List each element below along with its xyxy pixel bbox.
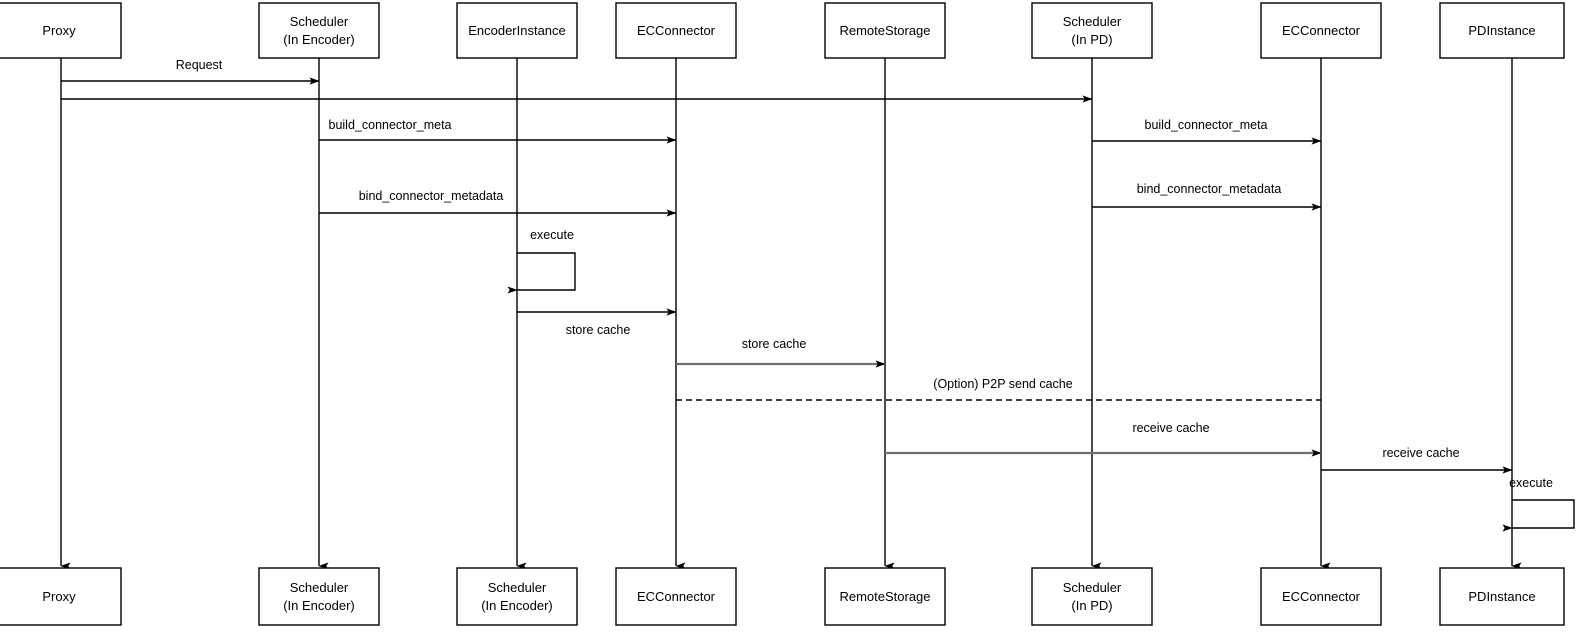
lifeline-sched_enc: Scheduler (In Encoder) Scheduler (In Encode…: [258, 2, 380, 626]
messages-layer: Request build_connector_meta build_connect…: [61, 58, 1513, 474]
lifeline-footer-sublabel-sched_enc: (In Encoder): [283, 598, 355, 613]
lifeline-header-label-sched_pd: Scheduler: [1063, 14, 1122, 29]
self-call-path-s1: [507, 252, 576, 294]
self-calls-layer: execute execute: [507, 228, 1575, 532]
lifeline-footer-box-remote[interactable]: [824, 567, 946, 626]
self-call-s2[interactable]: execute: [1502, 476, 1575, 532]
self-call-s1[interactable]: execute: [507, 228, 576, 294]
lifeline-header-label-encoder_inst: EncoderInstance: [468, 23, 566, 38]
lifeline-header-label-ecconn_pd: ECConnector: [1282, 23, 1361, 38]
lifeline-header-box-remote[interactable]: [824, 2, 946, 59]
lifeline-header-box-sched_enc[interactable]: [258, 2, 380, 59]
message-label-m6: bind_connector_metadata: [1137, 182, 1282, 196]
self-call-label-s1: execute: [530, 228, 574, 242]
lifeline-footer-label-encoder_inst: Scheduler: [488, 580, 547, 595]
lifeline-header-label-ecconn_enc: ECConnector: [637, 23, 716, 38]
message-label-m3: build_connector_meta: [329, 118, 452, 132]
lifeline-footer-box-pd_inst[interactable]: [1439, 567, 1565, 626]
lifeline-header-sublabel-sched_pd: (In PD): [1071, 32, 1112, 47]
lifeline-header-label-proxy: Proxy: [42, 23, 76, 38]
message-label-m10: receive cache: [1132, 421, 1209, 435]
lifeline-footer-label-remote: RemoteStorage: [839, 589, 930, 604]
self-call-label-s2: execute: [1509, 476, 1553, 490]
lifeline-header-label-pd_inst: PDInstance: [1468, 23, 1535, 38]
message-label-m7: store cache: [566, 323, 631, 337]
message-label-m4: build_connector_meta: [1145, 118, 1268, 132]
lifeline-header-box-encoder_inst[interactable]: [456, 2, 578, 59]
lifeline-footer-box-ecconn_enc[interactable]: [615, 567, 737, 626]
message-label-m8: store cache: [742, 337, 807, 351]
lifeline-footer-box-encoder_inst[interactable]: [456, 567, 578, 626]
lifeline-header-label-remote: RemoteStorage: [839, 23, 930, 38]
message-m6[interactable]: bind_connector_metadata: [1092, 182, 1322, 211]
lifeline-header-box-proxy[interactable]: [0, 2, 122, 59]
lifeline-header-box-sched_pd[interactable]: [1031, 2, 1153, 59]
message-m10[interactable]: receive cache: [885, 421, 1322, 457]
lifeline-sched_pd: Scheduler (In PD) Scheduler (In PD): [1031, 2, 1153, 626]
lifeline-header-label-sched_enc: Scheduler: [290, 14, 349, 29]
lifeline-footer-label-ecconn_enc: ECConnector: [637, 589, 716, 604]
message-m5[interactable]: bind_connector_metadata: [319, 189, 677, 217]
lifeline-footer-sublabel-encoder_inst: (In Encoder): [481, 598, 553, 613]
message-m7[interactable]: store cache: [517, 308, 677, 337]
lifeline-footer-label-sched_pd: Scheduler: [1063, 580, 1122, 595]
message-m9[interactable]: (Option) P2P send cache: [676, 377, 1321, 401]
lifeline-footer-box-sched_enc[interactable]: [258, 567, 380, 626]
message-m3[interactable]: build_connector_meta: [319, 118, 677, 144]
lifeline-header-sublabel-sched_enc: (In Encoder): [283, 32, 355, 47]
lifeline-header-box-ecconn_enc[interactable]: [615, 2, 737, 59]
lifeline-footer-box-proxy[interactable]: [0, 567, 122, 626]
lifeline-footer-label-pd_inst: PDInstance: [1468, 589, 1535, 604]
lifeline-footer-label-sched_enc: Scheduler: [290, 580, 349, 595]
lifeline-header-box-pd_inst[interactable]: [1439, 2, 1565, 59]
lifeline-footer-label-proxy: Proxy: [42, 589, 76, 604]
lifeline-footer-box-ecconn_pd[interactable]: [1260, 567, 1382, 626]
message-m4[interactable]: build_connector_meta: [1092, 118, 1322, 145]
lifeline-footer-box-sched_pd[interactable]: [1031, 567, 1153, 626]
self-call-path-s2: [1502, 499, 1575, 532]
message-label-m1: Request: [176, 58, 223, 72]
message-label-m5: bind_connector_metadata: [359, 189, 504, 203]
lifeline-footer-sublabel-sched_pd: (In PD): [1071, 598, 1112, 613]
message-m11[interactable]: receive cache: [1321, 446, 1513, 474]
message-label-m9: (Option) P2P send cache: [933, 377, 1072, 391]
lifeline-footer-label-ecconn_pd: ECConnector: [1282, 589, 1361, 604]
lifeline-header-box-ecconn_pd[interactable]: [1260, 2, 1382, 59]
message-m1[interactable]: Request: [61, 58, 320, 85]
message-m8[interactable]: store cache: [676, 337, 886, 368]
message-label-m11: receive cache: [1382, 446, 1459, 460]
